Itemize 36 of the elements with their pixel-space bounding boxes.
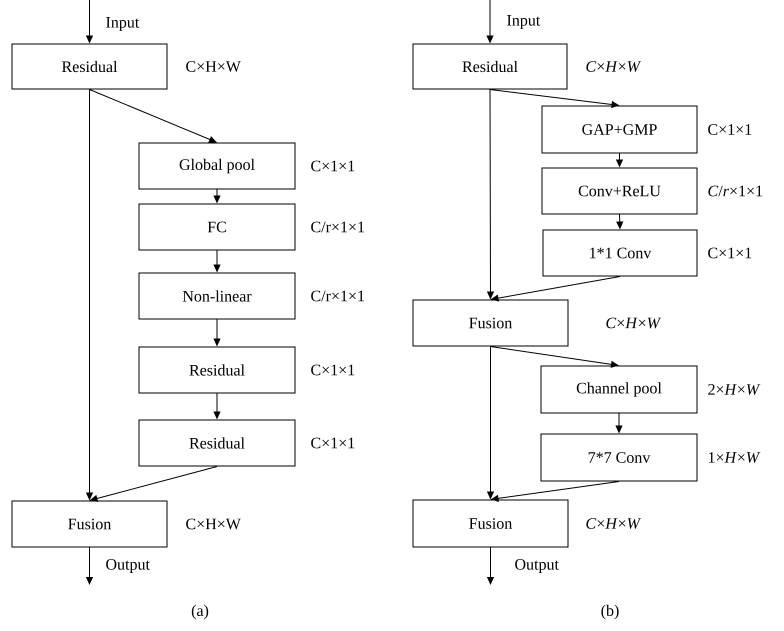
process-box: Conv+ReLU bbox=[542, 168, 698, 214]
dimension-label: 1×H×W bbox=[708, 452, 760, 463]
panel-label: (a) bbox=[192, 604, 208, 620]
dimension-label: C×H×W bbox=[186, 61, 241, 72]
process-box: Residual bbox=[138, 346, 296, 394]
dimension-label: C×1×1 bbox=[708, 248, 752, 258]
edge-label: Input bbox=[104, 16, 140, 32]
dimension-label: C/r×1×1 bbox=[311, 290, 364, 302]
process-box: FC bbox=[138, 204, 296, 250]
edge-label: Output bbox=[104, 558, 151, 574]
dimension-label: C×1×1 bbox=[311, 364, 354, 376]
panel-label: (b) bbox=[601, 604, 619, 620]
process-box: Global pool bbox=[138, 142, 296, 190]
dimension-label: C×H×W bbox=[186, 518, 241, 530]
process-box: 1*1 Conv bbox=[542, 230, 698, 276]
process-box: GAP+GMP bbox=[542, 106, 698, 154]
dimension-label: C×H×W bbox=[606, 318, 662, 328]
dimension-label: C×H×W bbox=[586, 61, 642, 72]
dimension-label: 2×H×W bbox=[708, 384, 760, 395]
dimension-label: C/r×1×1 bbox=[311, 222, 364, 232]
edge-label: Output bbox=[514, 558, 560, 574]
process-box: 7*7 Conv bbox=[540, 434, 698, 482]
process-box: Channel pool bbox=[540, 366, 698, 414]
dimension-label: C×H×W bbox=[586, 518, 642, 529]
dimension-label: C×1×1 bbox=[311, 160, 354, 172]
process-box: Fusion bbox=[412, 500, 568, 548]
process-box: Residual bbox=[412, 44, 568, 90]
dimension-label: C×1×1 bbox=[708, 124, 752, 135]
edge-label: Input bbox=[506, 14, 542, 30]
process-box: Fusion bbox=[12, 500, 168, 548]
process-box: Fusion bbox=[412, 300, 568, 346]
process-box: Residual bbox=[138, 420, 296, 466]
process-box: Non-linear bbox=[138, 272, 296, 320]
process-box: Residual bbox=[12, 44, 168, 90]
dimension-label: C/r×1×1 bbox=[708, 186, 762, 196]
dimension-label: C×1×1 bbox=[311, 438, 354, 448]
